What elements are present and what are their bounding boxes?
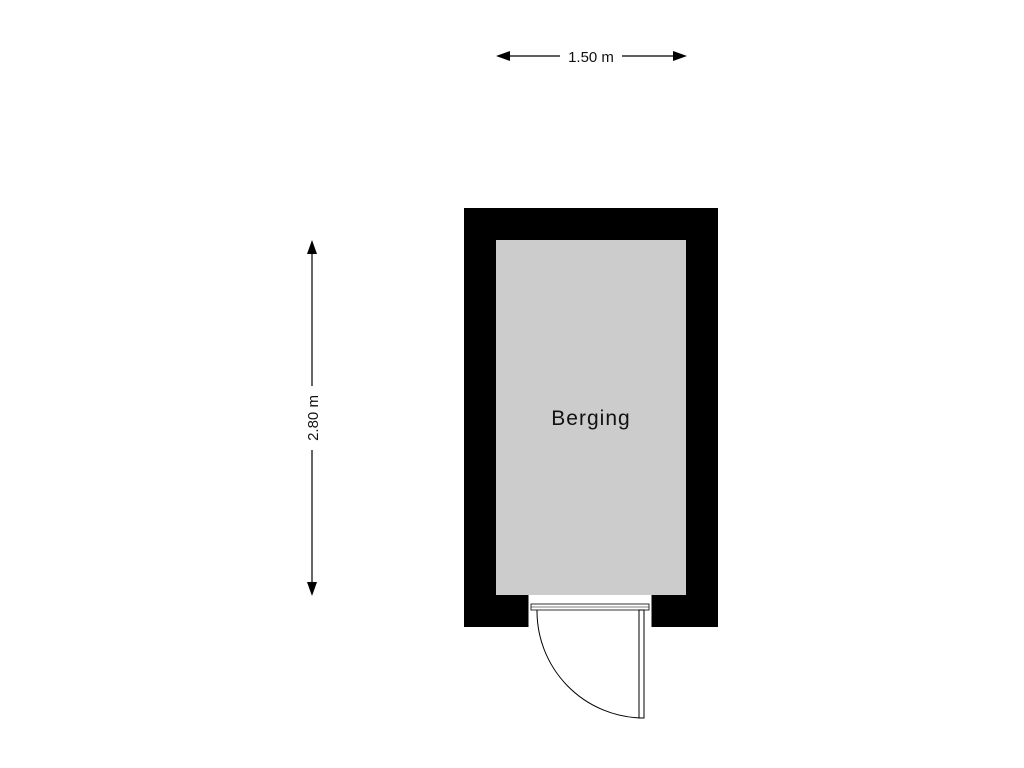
door-leaf	[638, 609, 645, 719]
width-arrow-right-icon	[673, 51, 687, 61]
width-arrow-left-icon	[496, 51, 510, 61]
door	[536, 609, 645, 719]
depth-arrow-top-icon	[307, 240, 317, 254]
room-floor	[496, 240, 686, 595]
depth-arrow-bottom-icon	[307, 582, 317, 596]
depth-dimension: 2.80 m	[305, 240, 322, 596]
width-dimension: 1.50 m	[496, 49, 687, 66]
depth-dimension-label: 2.80 m	[305, 395, 322, 441]
width-dimension-label: 1.50 m	[568, 49, 614, 66]
door-swing-arc	[536, 609, 643, 719]
room-label: Berging	[551, 407, 630, 430]
door-opening-gap	[528, 595, 652, 627]
door-opening	[527, 595, 653, 627]
